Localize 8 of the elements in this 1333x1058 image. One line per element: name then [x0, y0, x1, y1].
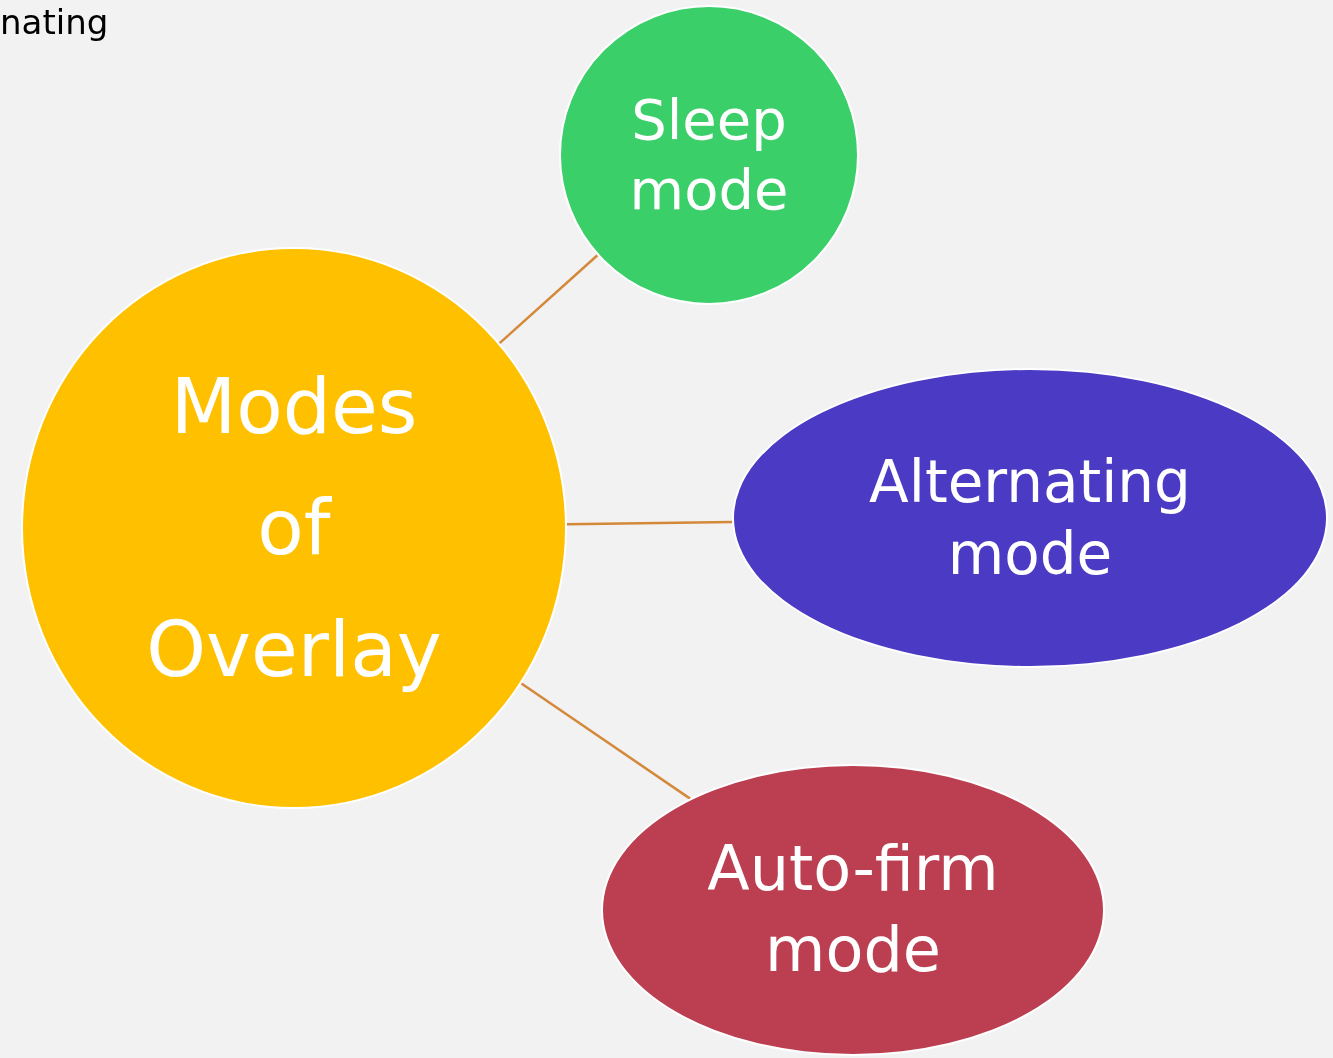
connector-line — [498, 254, 599, 345]
connector-line — [566, 520, 733, 526]
node-label: Auto-firm mode — [706, 831, 1000, 988]
node-label: Modes of Overlay — [145, 360, 443, 696]
connector-line — [520, 682, 691, 800]
text-label: nating — [0, 2, 109, 43]
node-label: Sleep mode — [628, 86, 790, 224]
node-label: Alternating mode — [868, 446, 1192, 590]
